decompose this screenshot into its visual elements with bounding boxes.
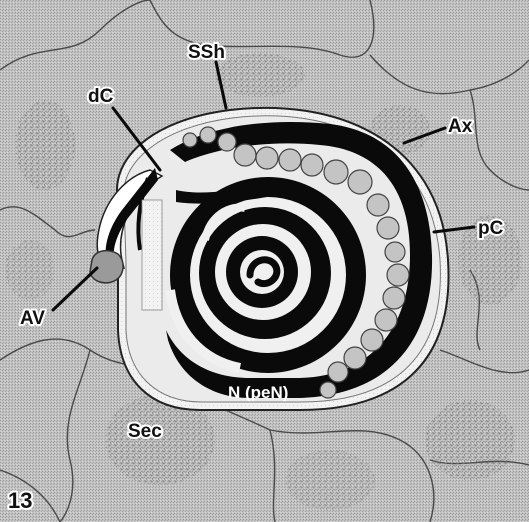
secretion-patch: [285, 450, 375, 510]
figure-number: 13: [8, 488, 32, 513]
vesicle: [383, 287, 405, 309]
label-dc: dC: [88, 86, 114, 107]
secretion-patch: [5, 240, 55, 300]
vesicle: [200, 127, 216, 143]
label-av: AV: [20, 308, 45, 329]
vesicle: [301, 154, 323, 176]
vesicle: [234, 144, 256, 166]
secretion-patch: [215, 53, 305, 97]
vesicle: [387, 264, 409, 286]
spiral-nucleus: [170, 177, 366, 373]
vesicle: [324, 160, 348, 184]
centriole-column: [142, 200, 162, 310]
vesicle: [375, 309, 397, 331]
vesicle: [377, 217, 399, 239]
vesicle: [218, 133, 236, 151]
vesicle: [320, 382, 336, 398]
acrosomal-vesicle: [90, 251, 123, 283]
label-sec: Sec: [128, 421, 162, 442]
label-n-pen: N (peN): [228, 383, 288, 402]
secretion-patch: [15, 100, 75, 190]
vesicle: [344, 347, 366, 369]
label-ssh: SSh: [188, 42, 225, 63]
vesicle: [348, 170, 372, 194]
vesicle: [328, 362, 348, 382]
label-pc: pC: [478, 218, 504, 239]
vesicle: [361, 329, 383, 351]
vesicle: [183, 133, 197, 147]
label-ax: Ax: [448, 116, 473, 137]
vesicle: [367, 194, 389, 216]
vesicle: [256, 147, 278, 169]
vesicle: [385, 242, 405, 262]
secretion-patch: [425, 400, 515, 480]
vesicle: [279, 149, 301, 171]
